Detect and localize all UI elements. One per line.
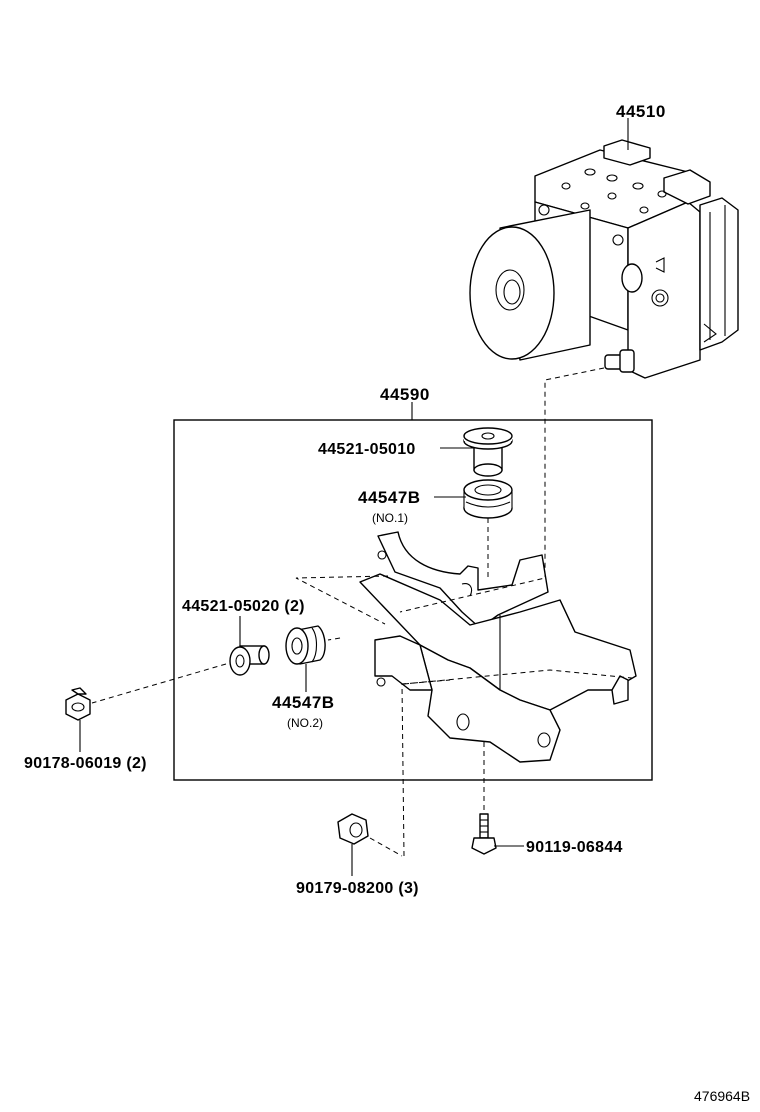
bolt-90119-06844 (471, 813, 497, 855)
label-44547b-no1: 44547B (358, 488, 421, 507)
nut-90178-06019 (65, 687, 91, 721)
label-90179-08200: 90179-08200 (3) (296, 880, 419, 897)
grommet-no2 (285, 625, 326, 665)
label-44547b-no2: 44547B (272, 693, 335, 712)
label-44590: 44590 (380, 385, 430, 404)
bracket-group-frame (173, 419, 653, 781)
reference-code: 476964B (694, 1088, 750, 1104)
label-44521-05010: 44521-05010 (318, 441, 416, 458)
abs-actuator-assembly (469, 139, 739, 379)
leader-lines (79, 118, 629, 876)
bracket-assembly (359, 531, 637, 763)
label-90178-06019: 90178-06019 (2) (24, 755, 147, 772)
label-44510: 44510 (616, 102, 666, 121)
nut-90179-08200 (337, 813, 369, 845)
label-44521-05020: 44521-05020 (2) (182, 598, 305, 615)
label-44547b-no2-sub: (NO.2) (287, 716, 323, 730)
label-44547b-no1-sub: (NO.1) (372, 511, 408, 525)
grommet-no1 (463, 479, 513, 519)
collar-44521-05010 (463, 427, 513, 477)
collar-44521-05020 (229, 645, 270, 676)
assembly-dashed-lines (91, 367, 633, 857)
label-90119-06844: 90119-06844 (526, 839, 623, 856)
